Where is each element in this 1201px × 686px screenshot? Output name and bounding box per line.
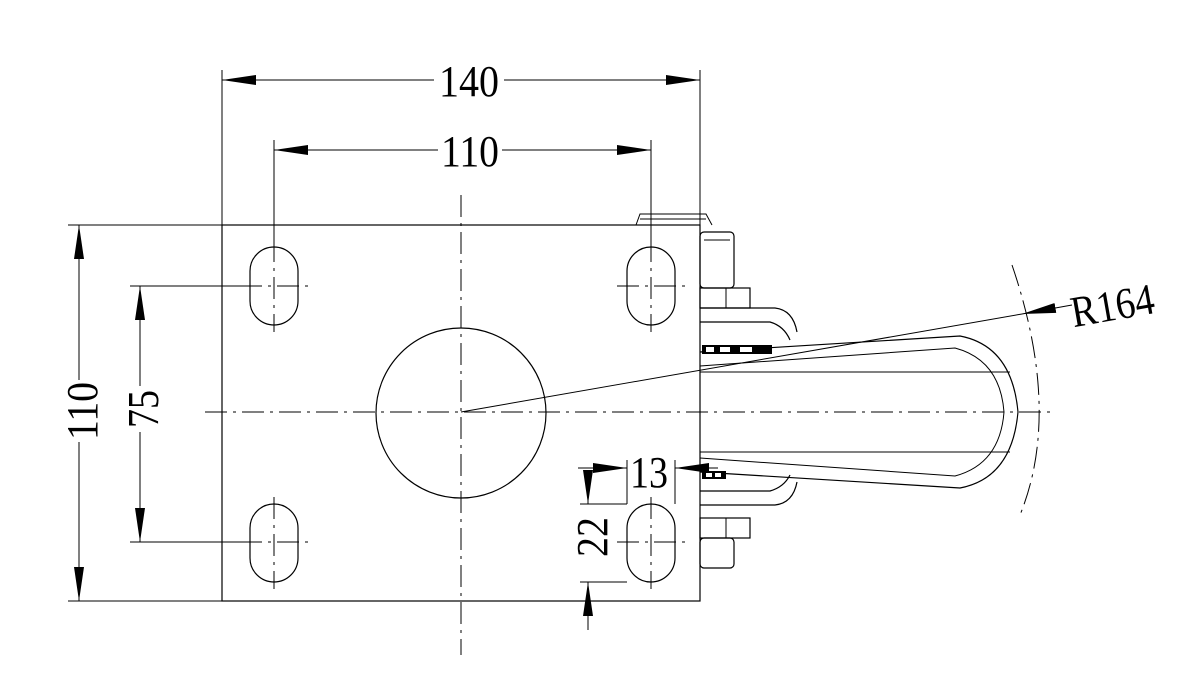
label-hole-spacing-width: 110 <box>441 127 499 176</box>
mounting-slot-top-left <box>240 240 308 332</box>
label-hole-spacing-height: 75 <box>119 390 168 428</box>
dimension-swivel-radius <box>460 303 1073 413</box>
swivel-radius-arc <box>1011 264 1040 516</box>
label-slot-width: 13 <box>630 448 668 497</box>
mounting-slot-top-right <box>617 240 685 332</box>
dimension-hole-spacing-width <box>273 140 652 247</box>
dimension-overall-height <box>68 224 222 602</box>
label-overall-width: 140 <box>439 57 499 106</box>
fork-and-wheel-profile <box>635 213 1019 569</box>
kingpin-boss-circle <box>375 327 547 499</box>
mounting-slot-bottom-left <box>240 497 308 589</box>
mounting-slot-bottom-right <box>617 497 685 589</box>
dimension-slot-width <box>578 460 718 504</box>
dimension-hole-spacing-height <box>130 285 250 543</box>
label-swivel-radius: R164 <box>1067 274 1158 337</box>
dimension-slot-length <box>580 470 627 630</box>
dimension-overall-width <box>221 70 701 225</box>
label-overall-height: 110 <box>58 382 107 440</box>
label-slot-length: 22 <box>568 517 617 557</box>
